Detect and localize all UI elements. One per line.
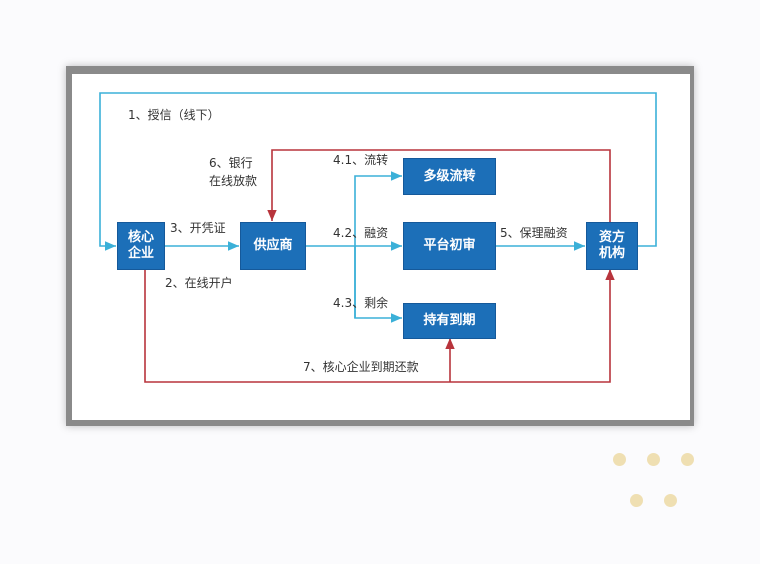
credit-line xyxy=(99,92,657,251)
label-online-loan: 在线放款 xyxy=(209,174,258,188)
hold-arrow xyxy=(354,246,402,323)
label-repayment: 7、核心企业到期还款 xyxy=(303,360,419,374)
label-voucher: 3、开凭证 xyxy=(170,221,226,235)
label-open-account: 2、在线开户 xyxy=(165,276,233,290)
decor-dot xyxy=(613,453,626,466)
node-multi-transfer: 多级流转 xyxy=(403,158,496,195)
node-hold-to-maturity: 持有到期 xyxy=(403,303,496,339)
decor-dot xyxy=(664,494,677,507)
label-credit: 1、授信（线下） xyxy=(128,108,220,122)
label-factoring: 5、保理融资 xyxy=(500,226,568,240)
loan-line xyxy=(267,149,611,222)
label-remaining: 4.3、剩余 xyxy=(333,296,389,310)
decor-dot xyxy=(630,494,643,507)
node-funder: 资方 机构 xyxy=(586,222,638,270)
label-financing: 4.2、融资 xyxy=(333,226,389,240)
node-platform-review: 平台初审 xyxy=(403,222,496,270)
decor-dot xyxy=(681,453,694,466)
label-bank-loan: 6、银行 xyxy=(209,156,253,170)
decor-dot xyxy=(647,453,660,466)
label-transfer: 4.1、流转 xyxy=(333,153,389,167)
repay-line xyxy=(144,268,615,383)
node-core-enterprise: 核心 企业 xyxy=(117,222,165,270)
node-supplier: 供应商 xyxy=(240,222,306,270)
